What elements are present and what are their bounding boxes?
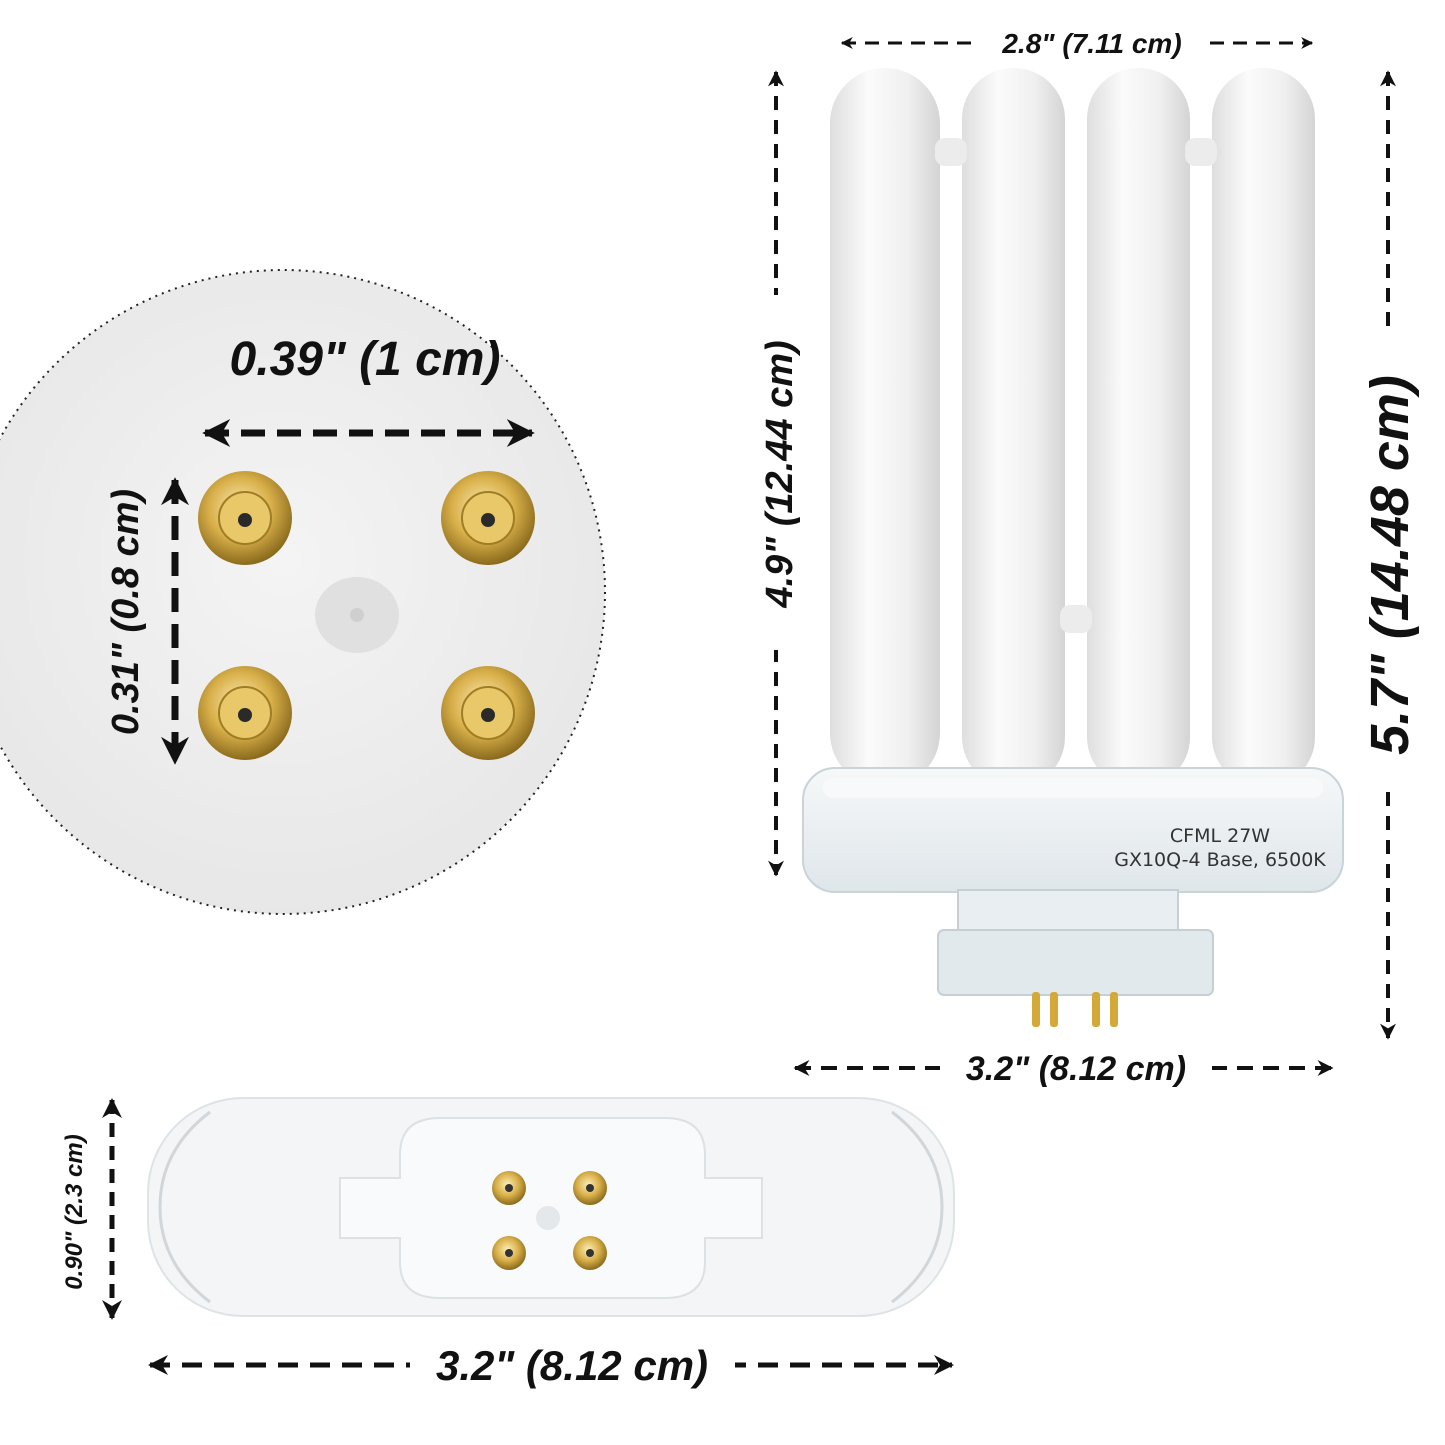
total-height-label: 5.7" (14.48 cm) — [1360, 375, 1420, 755]
pin-top-right — [441, 471, 535, 565]
base-width-label-bg — [940, 1046, 1212, 1090]
plug-pins — [1032, 992, 1118, 1027]
bottom-notch-right — [891, 1110, 944, 1304]
pin-bottom-right — [441, 666, 535, 760]
tube-height-label-bg — [752, 295, 804, 650]
bottom-width-label: 3.2" (8.12 cm) — [436, 1342, 708, 1389]
tube-height-label: 4.9" (12.44 cm) — [759, 340, 801, 608]
base-rim — [823, 778, 1323, 798]
bottom-pins — [492, 1171, 607, 1270]
plug-upper — [957, 889, 1179, 936]
tube-4 — [1212, 68, 1315, 788]
top-width-label: 2.8" (7.11 cm) — [1001, 28, 1181, 59]
bridge-right — [1185, 138, 1217, 166]
pin-top-left — [198, 471, 292, 565]
bottom-center-dot — [536, 1206, 560, 1230]
plug-lower — [937, 929, 1214, 996]
bottom-width-label-bg — [410, 1338, 735, 1392]
tube-2 — [962, 68, 1065, 788]
bottom-notch-left — [158, 1110, 211, 1304]
bottom-view: 0.90" (2.3 cm) 3.2" (8.12 cm) — [61, 1097, 955, 1392]
zoom-height-label: 0.31" (0.8 cm) — [105, 489, 147, 735]
bridge-middle — [1060, 605, 1092, 633]
bridge-left — [935, 138, 967, 166]
tube-1 — [830, 68, 940, 788]
zoom-view: 0.39" (1 cm) 0.31" (0.8 cm) — [0, 269, 606, 915]
tube-3 — [1087, 68, 1190, 788]
pin-bottom-left — [198, 666, 292, 760]
center-dot — [350, 608, 364, 622]
lamp-view: CFML 27W GX10Q-4 Base, 6500K 2.8" (7.11 … — [752, 24, 1421, 1090]
total-height-label-bg — [1355, 335, 1421, 785]
top-width-label-bg — [975, 24, 1210, 62]
lamp-label-line1: CFML 27W — [1170, 825, 1270, 847]
zoom-width-label: 0.39" (1 cm) — [230, 333, 501, 386]
bottom-depth-label: 0.90" (2.3 cm) — [61, 1134, 88, 1289]
lamp-label-line2: GX10Q-4 Base, 6500K — [1114, 849, 1326, 871]
zoom-circle-border — [0, 269, 606, 915]
base-width-label: 3.2" (8.12 cm) — [966, 1050, 1186, 1088]
